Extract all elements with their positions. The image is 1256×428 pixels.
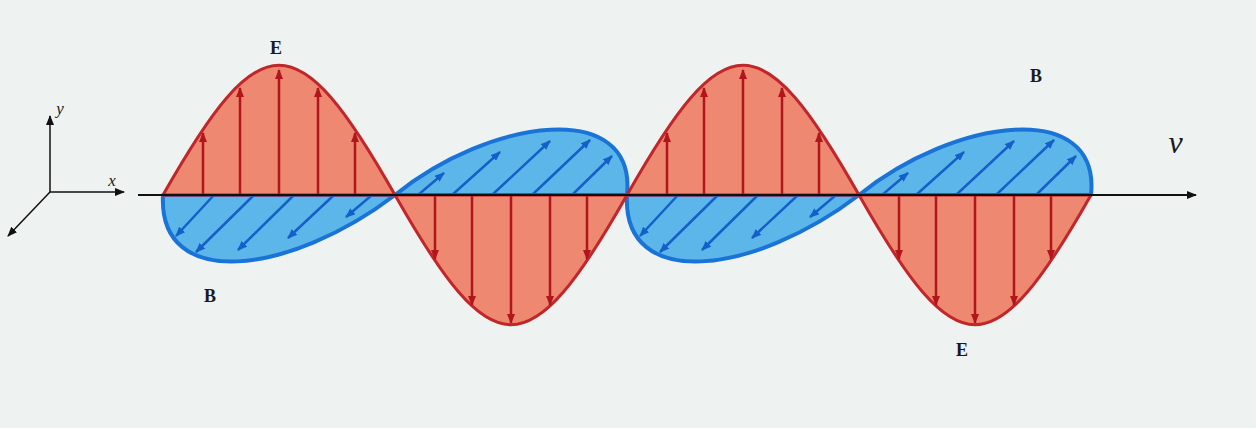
velocity-label: v⃗ — [1168, 126, 1207, 158]
magnetic-vectors — [176, 140, 1076, 252]
axis-label: y — [56, 100, 64, 117]
field-label: E — [270, 39, 282, 57]
axis-gizmo — [8, 116, 124, 236]
field-label: B — [1030, 67, 1042, 85]
field-label: B — [204, 287, 216, 305]
electric-vectors — [203, 70, 1051, 323]
axis-label: x — [108, 172, 116, 189]
propagation-axis — [138, 194, 1196, 196]
field-label: E — [956, 341, 968, 359]
